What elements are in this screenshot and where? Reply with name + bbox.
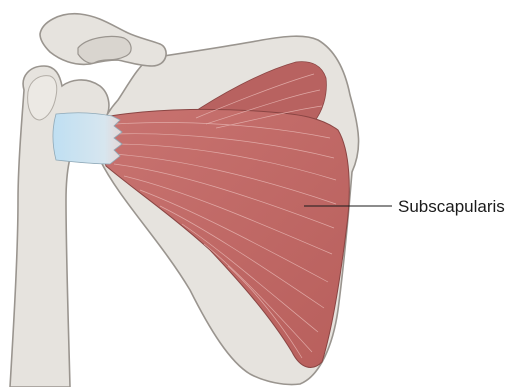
subscapularis-tendon <box>53 113 122 164</box>
subscapularis-label: Subscapularis <box>398 197 505 216</box>
